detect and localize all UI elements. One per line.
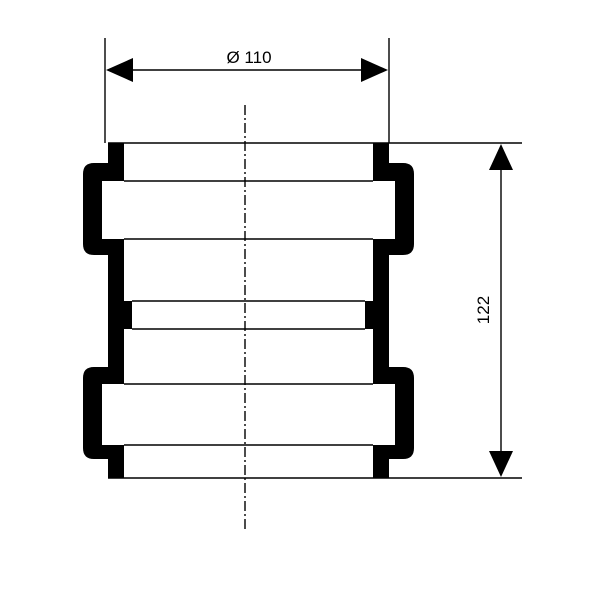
height-label: 122 (474, 296, 493, 324)
coupling-wall-left (83, 143, 132, 478)
arrowhead-left-icon (106, 58, 133, 82)
diameter-label: Ø 110 (226, 48, 271, 67)
arrowhead-bottom-icon (489, 451, 513, 477)
arrowhead-right-icon (361, 58, 388, 82)
diameter-dimension (104, 38, 390, 143)
section-lines (108, 142, 389, 479)
arrowhead-top-icon (489, 144, 513, 170)
coupling-wall-right (365, 143, 414, 478)
height-dimension (389, 142, 522, 479)
